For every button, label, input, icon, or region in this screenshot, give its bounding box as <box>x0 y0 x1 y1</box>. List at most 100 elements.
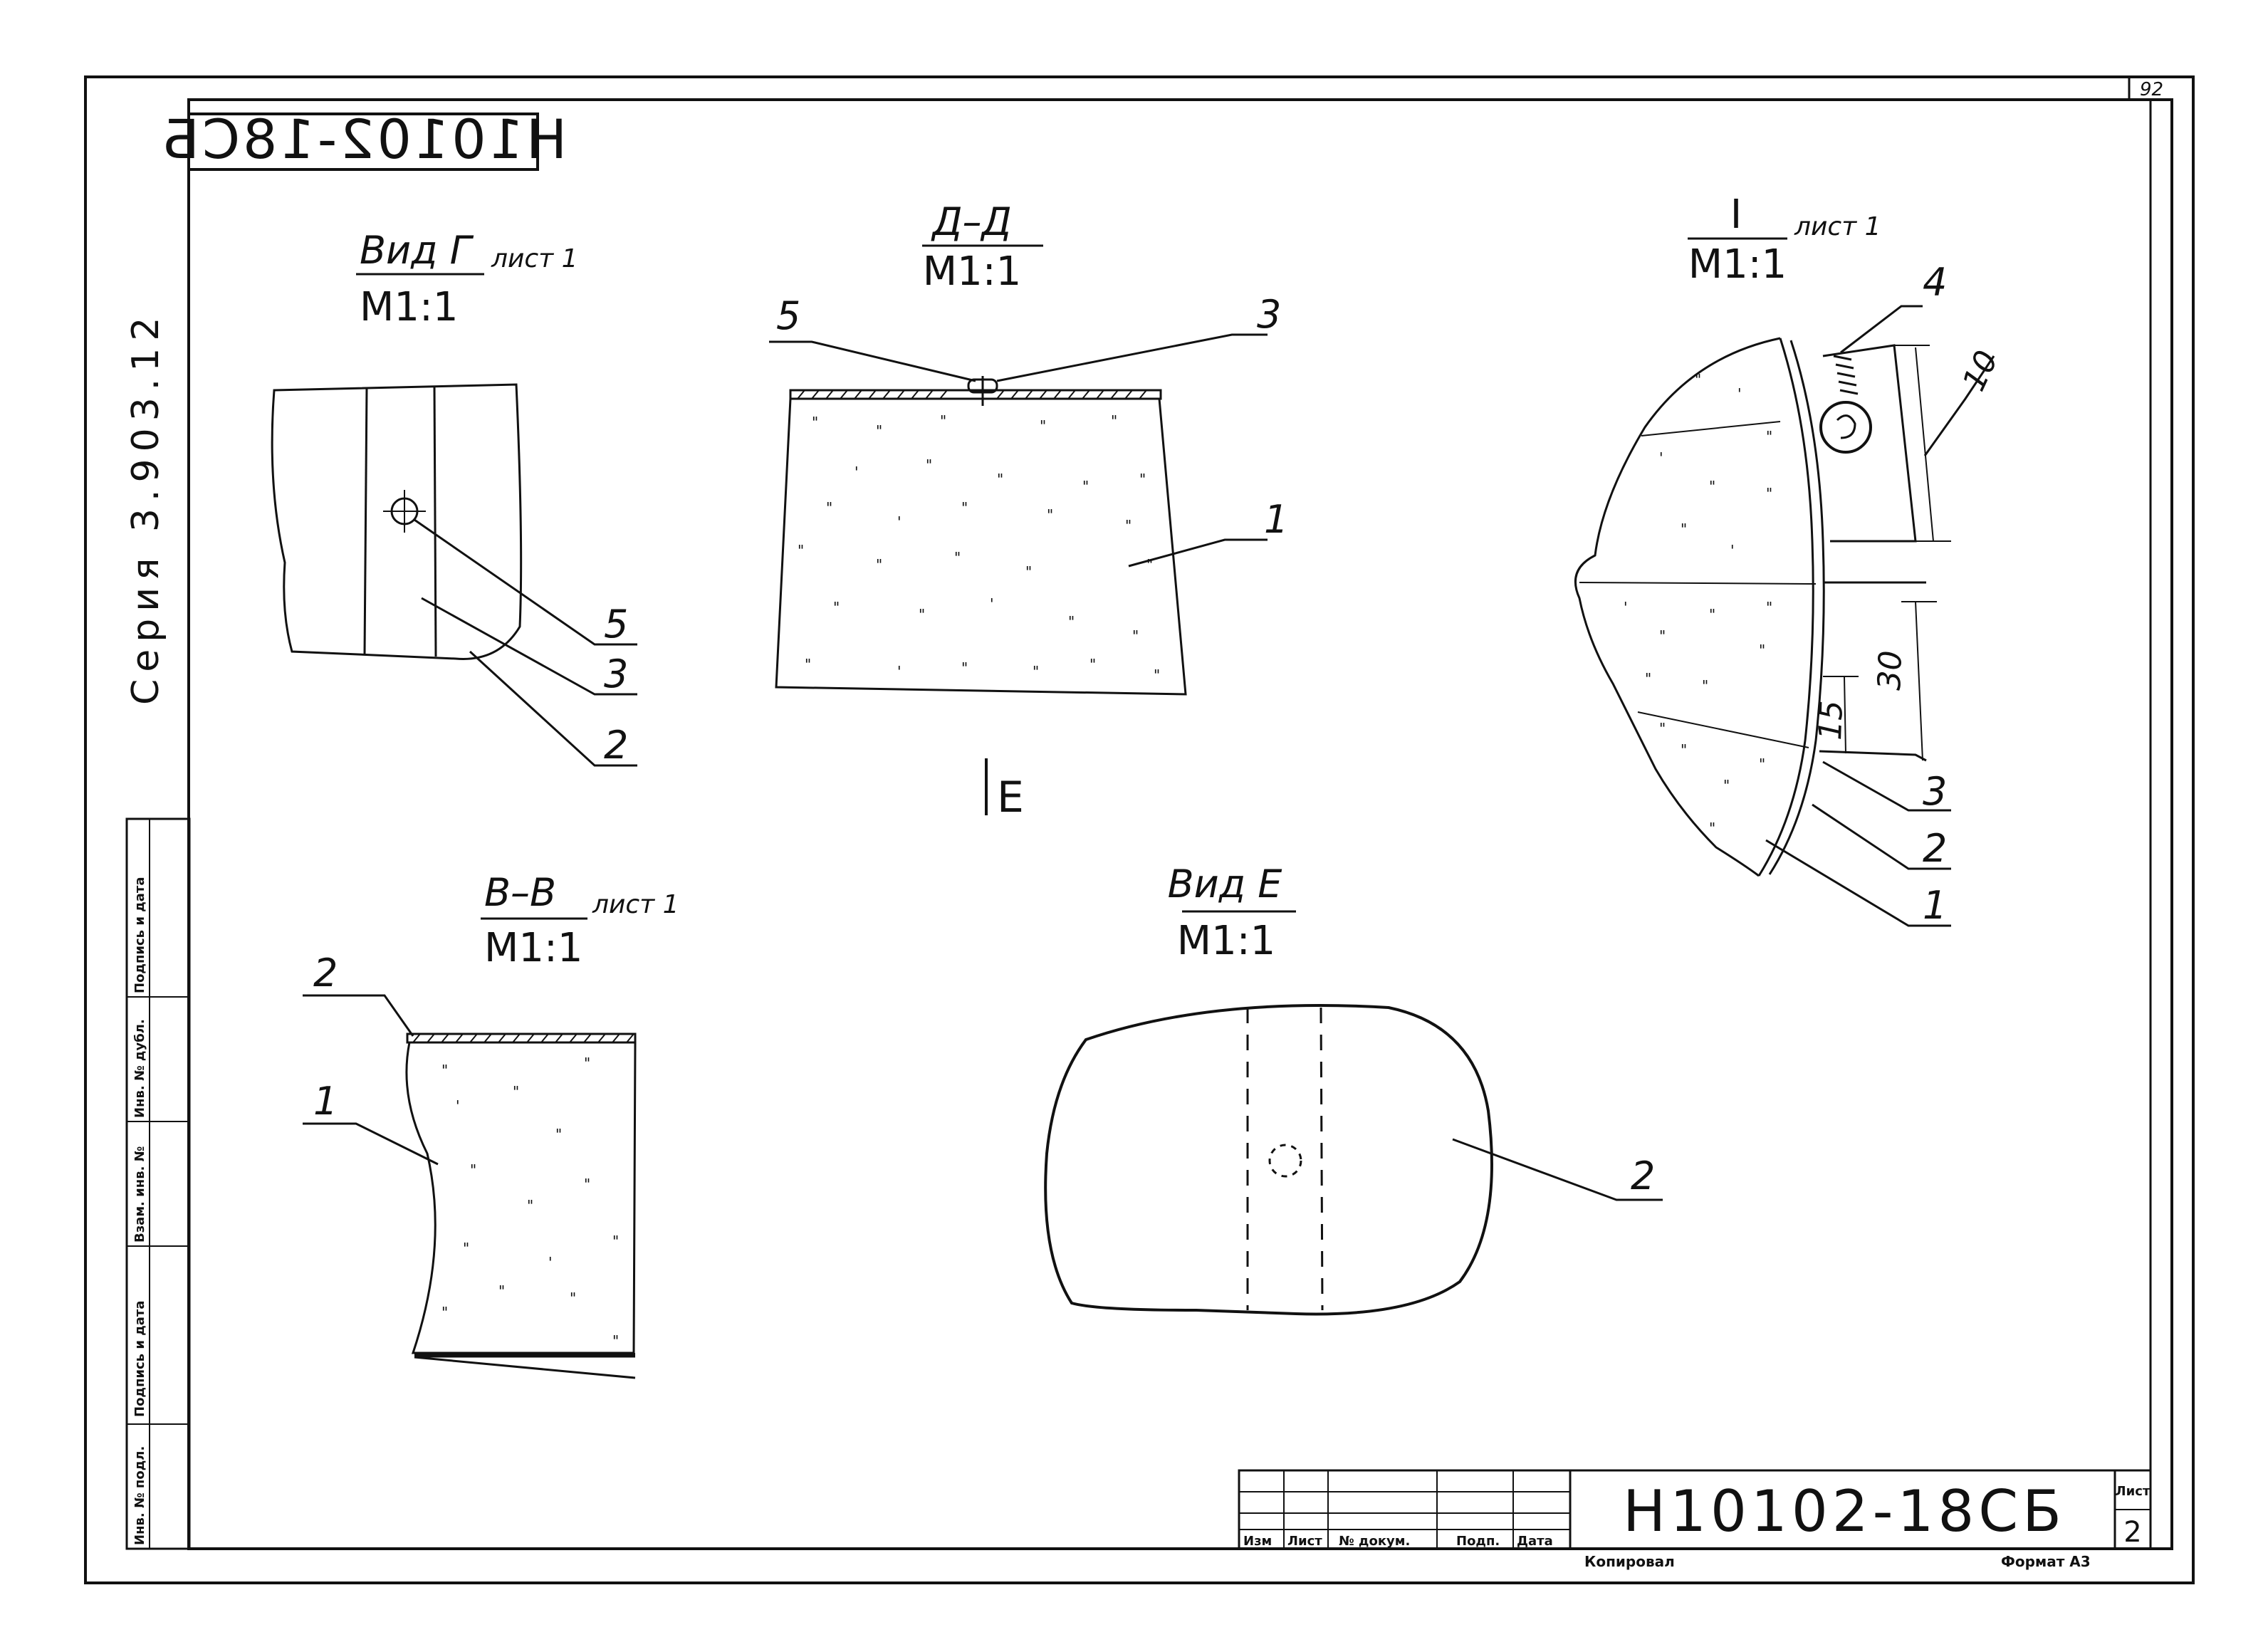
stamp-signature-2: Подпись и дата <box>132 877 147 993</box>
svg-text:": " <box>1068 613 1075 630</box>
svg-text:": " <box>940 412 946 429</box>
detail-i-dim-30: 30 <box>1871 650 1909 691</box>
svg-text:": " <box>926 456 932 474</box>
view-g: Вид Г лист 1 М1:1 5 3 2 <box>271 228 637 768</box>
svg-text:": " <box>570 1290 576 1307</box>
svg-text:": " <box>876 422 882 439</box>
section-dd-scale: М1:1 <box>923 249 1021 295</box>
svg-text:": " <box>463 1240 469 1257</box>
section-vv-sheet-ref: лист 1 <box>592 890 679 919</box>
svg-text:": " <box>555 1126 562 1143</box>
svg-text:": " <box>1111 412 1117 429</box>
inner-frame <box>187 98 2173 1550</box>
view-g-scale: М1:1 <box>360 284 458 330</box>
sheet-number: 92 <box>2140 79 2163 100</box>
section-vv: В–В лист 1 М1:1 """' """" "'"" """ 2 1 <box>303 870 679 1379</box>
svg-text:': ' <box>1624 599 1628 616</box>
svg-text:": " <box>876 556 882 573</box>
stamp-replace-inv: Взам. инв. № <box>132 1146 147 1243</box>
svg-text:": " <box>1033 663 1039 680</box>
svg-text:": " <box>1681 741 1687 758</box>
svg-text:": " <box>1139 471 1146 488</box>
svg-text:": " <box>1132 627 1139 644</box>
section-dd-callout-1: 1 <box>1264 497 1288 542</box>
section-dd-callout-5: 5 <box>776 293 800 338</box>
section-vv-title: В–В <box>484 870 556 915</box>
svg-text:': ' <box>1737 385 1742 402</box>
detail-i-dim-10: 10 <box>1955 345 2005 397</box>
series-label: Серия 3.903.12 <box>125 310 167 705</box>
detail-i: I М1:1 лист 1 10 30 15 " <box>1574 192 2005 928</box>
svg-text:": " <box>1089 656 1096 673</box>
view-e: Вид Е М1:1 2 <box>1044 862 1663 1316</box>
view-g-callout-2: 2 <box>604 723 628 768</box>
svg-text:": " <box>833 599 840 616</box>
view-g-title: Вид Г <box>360 228 474 273</box>
stamp-inv-dup: Инв. № дубл. <box>132 1019 147 1118</box>
top-code-text: Н10102-18СБ <box>160 108 567 171</box>
svg-text:": " <box>584 1055 590 1072</box>
svg-text:": " <box>1125 517 1132 534</box>
section-vv-scale: М1:1 <box>484 925 582 971</box>
svg-text:': ' <box>855 464 859 481</box>
tb-header-izm: Изм <box>1243 1534 1272 1549</box>
svg-text:": " <box>961 499 968 516</box>
svg-text:": " <box>1766 599 1772 616</box>
view-e-scale: М1:1 <box>1177 918 1275 964</box>
tb-copied: Копировал <box>1584 1553 1675 1570</box>
detail-i-dim-15: 15 <box>1812 700 1850 741</box>
view-e-callout-2: 2 <box>1631 1154 1655 1198</box>
svg-text:": " <box>612 1332 619 1349</box>
svg-text:": " <box>1709 478 1715 495</box>
tb-header-date: Дата <box>1517 1534 1553 1549</box>
svg-text:": " <box>1146 556 1153 573</box>
tb-header-doc: № докум. <box>1339 1534 1410 1549</box>
detail-i-callout-3: 3 <box>1923 769 1947 814</box>
svg-text:': ' <box>1659 449 1663 466</box>
view-g-callout-3: 3 <box>604 652 628 696</box>
svg-text:": " <box>1659 627 1666 644</box>
section-vv-callout-1: 1 <box>313 1079 338 1124</box>
title-block: Изм Лист № докум. Подп. Дата Н10102-18СБ… <box>1238 1469 2152 1570</box>
detail-i-title: I <box>1730 192 1742 238</box>
svg-text:": " <box>1040 417 1046 434</box>
detail-i-callout-4: 4 <box>1923 260 1947 305</box>
svg-text:": " <box>919 606 925 623</box>
svg-text:": " <box>997 471 1003 488</box>
view-e-title: Вид Е <box>1168 862 1283 906</box>
svg-text:": " <box>1681 521 1687 538</box>
svg-text:": " <box>1709 820 1715 837</box>
svg-text:": " <box>1759 755 1765 773</box>
stamp-inv-orig: Инв. № подл. <box>132 1446 147 1545</box>
view-e-marker: Е <box>985 758 1024 822</box>
svg-text:': ' <box>456 1097 460 1114</box>
svg-text:': ' <box>990 595 994 612</box>
side-stamp: Инв. № подл. Подпись и дата Взам. инв. №… <box>125 817 191 1550</box>
top-code-box <box>187 113 539 171</box>
svg-text:": " <box>798 542 804 559</box>
section-dd: Д–Д М1:1 " " " " " ' " " " " " ' " " " " " " " " " " ' " " "… <box>769 199 1288 696</box>
detail-i-sheet-ref: лист 1 <box>1794 212 1881 241</box>
section-dd-title: Д–Д <box>931 199 1011 244</box>
svg-text:": " <box>826 499 832 516</box>
svg-text:": " <box>1154 666 1160 684</box>
svg-text:": " <box>498 1282 505 1300</box>
svg-text:": " <box>1723 777 1730 794</box>
detail-i-callout-2: 2 <box>1923 826 1947 871</box>
svg-text:": " <box>470 1161 476 1178</box>
svg-text:": " <box>612 1233 619 1250</box>
tb-sheet-label: Лист <box>2116 1484 2151 1499</box>
svg-text:': ' <box>897 663 902 680</box>
svg-text:": " <box>441 1062 448 1079</box>
svg-text:": " <box>954 549 961 566</box>
svg-text:": " <box>1082 478 1089 495</box>
svg-text:": " <box>441 1304 448 1321</box>
svg-text:": " <box>1047 506 1053 523</box>
outer-frame <box>84 75 2195 1584</box>
view-g-callout-5: 5 <box>604 602 628 647</box>
stamp-signature-1: Подпись и дата <box>132 1301 147 1417</box>
svg-text:": " <box>1659 720 1666 737</box>
svg-text:": " <box>584 1176 590 1193</box>
svg-text:': ' <box>897 513 902 530</box>
svg-text:": " <box>513 1083 519 1100</box>
